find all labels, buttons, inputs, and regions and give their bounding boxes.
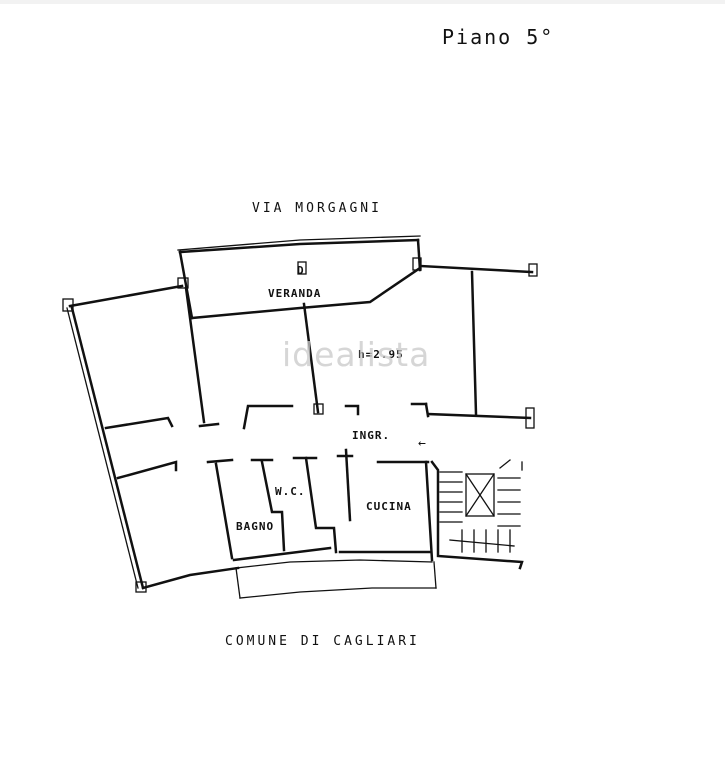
floor-label: Piano 5° [442, 25, 554, 49]
top-strip [0, 0, 725, 4]
veranda-block [177, 235, 422, 320]
veranda-marker: D [297, 264, 305, 277]
street-label: VIA MORGAGNI [252, 201, 382, 216]
bottom-balcony [235, 559, 437, 599]
municipality-label: COMUNE DI CAGLIARI [225, 634, 420, 649]
watermark: idealista [282, 335, 430, 374]
veranda-label: VERANDA [268, 287, 321, 300]
staircase [430, 459, 524, 570]
right-wing [418, 263, 538, 429]
entrance-label: INGR. [352, 429, 390, 442]
entrance-arrow: ← [418, 436, 429, 451]
wc-label: W.C. [275, 485, 306, 498]
height-label: h=2.95 [358, 348, 404, 361]
interior-partitions [104, 286, 434, 562]
kitchen-label: CUCINA [366, 500, 412, 513]
bathroom-label: BAGNO [236, 520, 274, 533]
left-outer-shell [62, 277, 240, 593]
